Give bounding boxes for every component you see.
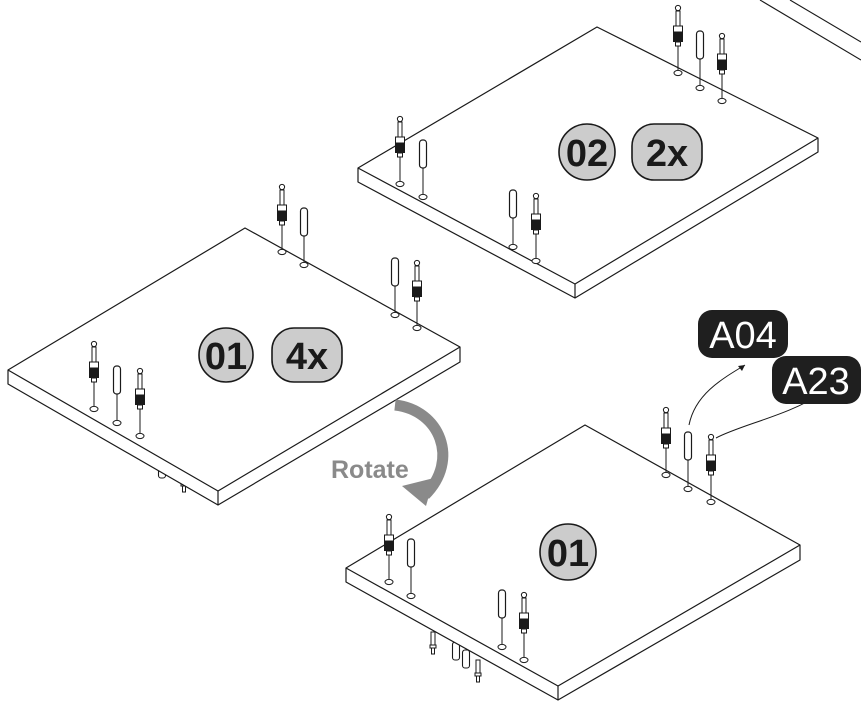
part-number: 02 (566, 133, 608, 175)
cam-bolt-icon (411, 259, 423, 332)
quantity-label: 4x (286, 336, 328, 378)
rotate-arrow-icon (394, 399, 449, 506)
part-badge-01-4x: 01 4x (198, 327, 343, 383)
tag-label: A23 (782, 361, 850, 403)
quantity-label: 2x (646, 133, 688, 175)
wooden-dowel-icon (390, 257, 400, 319)
tag-label: A04 (709, 315, 777, 357)
part-badge-01-rotated: 01 (539, 523, 597, 581)
cam-bolt-icon (276, 183, 288, 256)
hardware-tag-A04: A04 (698, 310, 788, 358)
cam-bolt-icon (660, 406, 672, 479)
rotate-label: Rotate (331, 456, 409, 484)
part-number: 01 (547, 533, 589, 575)
part-number: 01 (205, 336, 247, 378)
part-badge-02-2x: 02 2x (558, 123, 703, 181)
cam-bolt-icon (672, 4, 684, 77)
hardware-tag-A23: A23 (772, 356, 861, 404)
partial-panel-edge (759, 0, 861, 61)
